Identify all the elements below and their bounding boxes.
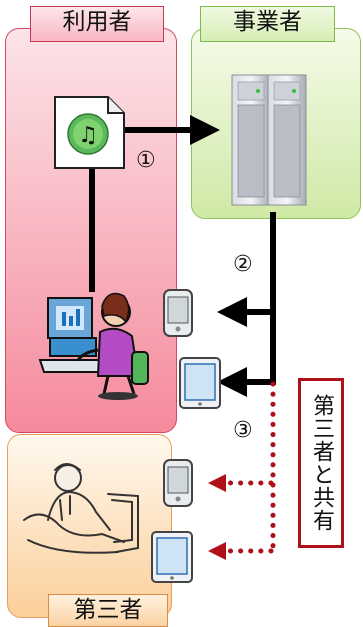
music-file-icon: ♫: [54, 96, 125, 169]
server-icon: [231, 74, 307, 206]
mobile-phone-icon: [163, 289, 193, 337]
business-group-label: 事業者: [200, 6, 335, 42]
step-one-marker: ①: [136, 148, 156, 173]
business-man-icon: [23, 463, 139, 554]
share-arrowhead-phone: [208, 474, 226, 492]
pc-user-icon: [38, 292, 149, 400]
user-group-label: 利用者: [30, 6, 164, 42]
svg-text:♫: ♫: [78, 123, 98, 148]
share-with-third-party-label: 第三者と共有: [298, 378, 344, 548]
step-two-marker: ②: [233, 252, 253, 277]
tablet-icon: [151, 531, 193, 583]
third-party-group-label: 第三者: [48, 594, 168, 627]
share-arrowhead-tablet: [208, 542, 226, 560]
tablet-icon: [179, 357, 221, 409]
step-three-marker: ③: [233, 418, 253, 443]
mobile-phone-icon: [163, 459, 193, 507]
